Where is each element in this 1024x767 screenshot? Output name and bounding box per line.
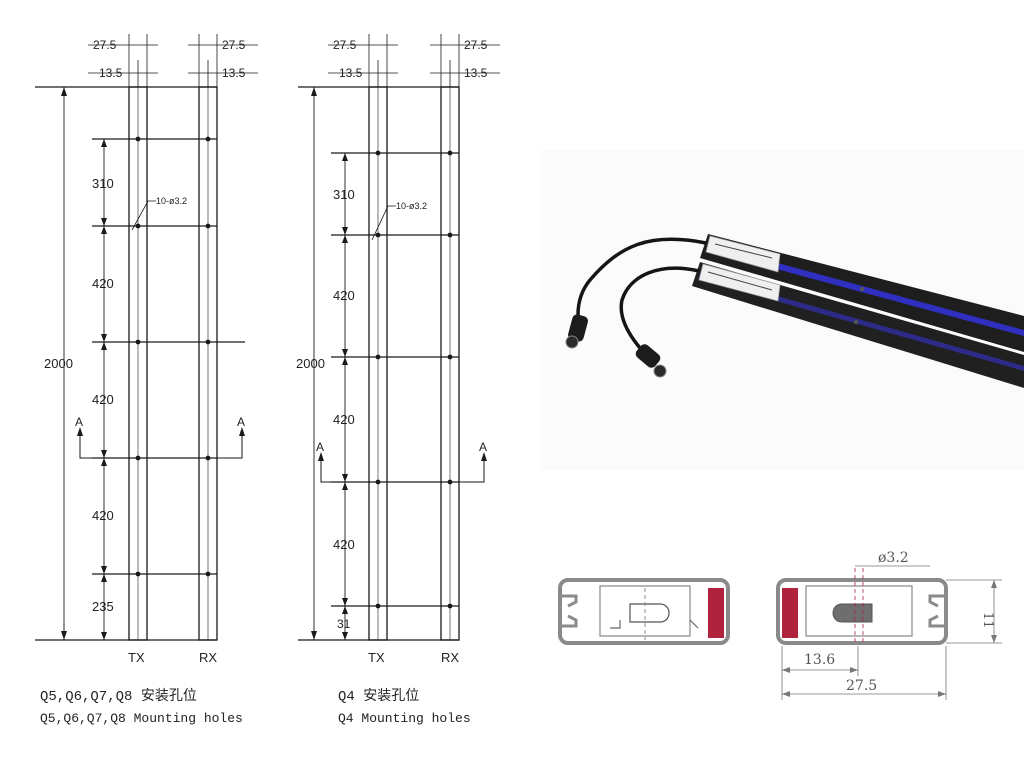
left-spacing-5: 235 [92,599,114,614]
cross-section-height: 11 [980,612,995,629]
cross-section-left [558,578,730,645]
left-tx-label: TX [128,650,145,665]
product-photo [540,150,1024,470]
left-spacing-3: 420 [92,392,114,407]
left-spacing-1: 310 [92,176,114,191]
right-height-label: 2000 [296,356,325,371]
right-spacing-5: 31 [337,617,351,631]
left-drawing-labels: 27.5 27.5 13.5 13.5 2000 310 420 420 420… [44,38,246,665]
right-section-mark-left: A [316,440,324,454]
right-spacing-2: 420 [333,288,355,303]
left-top-dim-d: 13.5 [222,66,246,80]
left-spacing-2: 420 [92,276,114,291]
right-rx-label: RX [441,650,459,665]
left-top-dim-c: 13.5 [99,66,123,80]
left-caption-en: Q5,Q6,Q7,Q8 Mounting holes [40,711,243,726]
cross-section-offset: 13.6 [804,652,835,668]
right-spacing-4: 420 [333,537,355,552]
left-caption-cn: Q5,Q6,Q7,Q8 安装孔位 [40,688,197,705]
left-hole-markers [135,136,211,577]
right-tx-label: TX [368,650,385,665]
cross-section-hole-dia: ø3.2 [878,550,909,566]
right-drawing-labels: 27.5 27.5 13.5 13.5 2000 310 420 420 420… [296,38,488,665]
left-section-mark-right: A [237,415,245,429]
left-hole-note: 10-ø3.2 [156,196,187,206]
right-spacing-ticks [342,153,348,640]
left-height-label: 2000 [44,356,73,371]
cross-section-arrows [782,580,997,697]
left-section-mark-left: A [75,415,83,429]
right-section-mark-right: A [479,440,487,454]
left-spacing-ticks [101,139,107,640]
left-rx-label: RX [199,650,217,665]
right-top-dim-d: 13.5 [464,66,488,80]
cross-section-width: 27.5 [846,678,877,694]
right-mounting-drawing [298,34,500,641]
right-caption-cn: Q4 安装孔位 [338,688,419,705]
right-top-dim-b: 27.5 [464,38,488,52]
right-caption-en: Q4 Mounting holes [338,711,471,726]
cross-section-right [776,568,948,645]
right-top-dim-c: 13.5 [339,66,363,80]
right-spacing-1: 310 [333,187,355,202]
left-mounting-drawing [35,34,258,641]
right-hole-markers [375,150,453,609]
left-spacing-4: 420 [92,508,114,523]
left-top-dim-b: 27.5 [222,38,246,52]
cross-section-dimensions [781,565,1002,700]
right-top-dim-a: 27.5 [333,38,357,52]
right-hole-note: 10-ø3.2 [396,201,427,211]
right-spacing-3: 420 [333,412,355,427]
left-top-dim-a: 27.5 [93,38,117,52]
